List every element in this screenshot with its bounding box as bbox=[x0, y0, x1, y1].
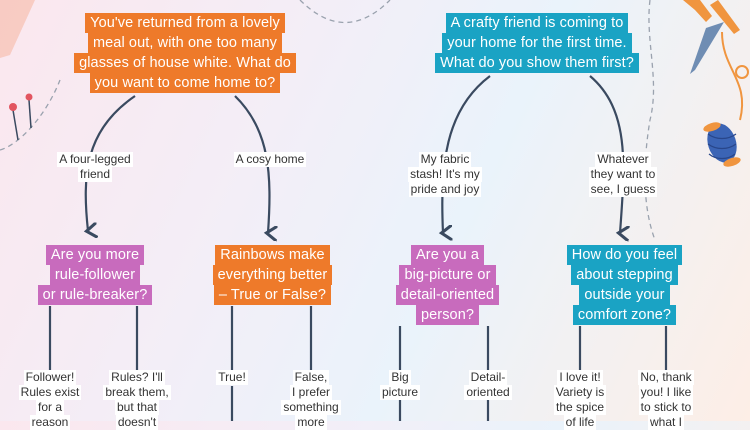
answer-true: True! bbox=[216, 370, 248, 385]
connector-arrow bbox=[442, 75, 491, 233]
answer-detail-oriented: Detail- oriented bbox=[464, 370, 512, 400]
question-evening-return: You've returned from a lovely meal out, … bbox=[60, 13, 310, 93]
answer-big-picture: Big picture bbox=[379, 370, 421, 400]
answer-follower: Follower! Rules exist for a reason bbox=[18, 370, 82, 430]
answer-love-variety: I love it! Variety is the spice of life bbox=[553, 370, 607, 430]
answer-cosy-home: A cosy home bbox=[233, 152, 307, 167]
answer-four-legged-friend: A four-legged friend bbox=[57, 152, 133, 182]
connector-arrow bbox=[589, 75, 623, 233]
answer-fabric-stash: My fabric stash! It's my pride and joy bbox=[408, 152, 482, 197]
answer-false: False, I prefer something more bbox=[281, 370, 341, 430]
answer-no-thank-you: No, thank you! I like to stick to what I bbox=[638, 370, 694, 430]
dashed-stitch-decoration bbox=[644, 0, 656, 241]
connector-lines bbox=[48, 306, 668, 421]
thread-spool-icon bbox=[703, 122, 741, 167]
sewing-pins-icon bbox=[9, 93, 33, 141]
fabric-swatch-decoration bbox=[0, 0, 35, 58]
question-comfort-zone: How do you feel about stepping outside y… bbox=[552, 245, 697, 325]
question-rainbows: Rainbows make everything better – True o… bbox=[195, 245, 350, 305]
scissors-icon bbox=[683, 0, 740, 74]
answer-whatever-they-want: Whatever they want to see, I guess bbox=[588, 152, 658, 197]
question-crafty-friend: A crafty friend is coming to your home f… bbox=[412, 13, 662, 73]
question-big-picture: Are you a big-picture or detail-oriented… bbox=[380, 245, 515, 325]
dashed-stitch-decoration bbox=[299, 0, 391, 23]
question-rule-follower: Are you more rule-follower or rule-break… bbox=[20, 245, 170, 305]
answer-rule-breaker: Rules? I'll break them, but that doesn't bbox=[103, 370, 171, 430]
